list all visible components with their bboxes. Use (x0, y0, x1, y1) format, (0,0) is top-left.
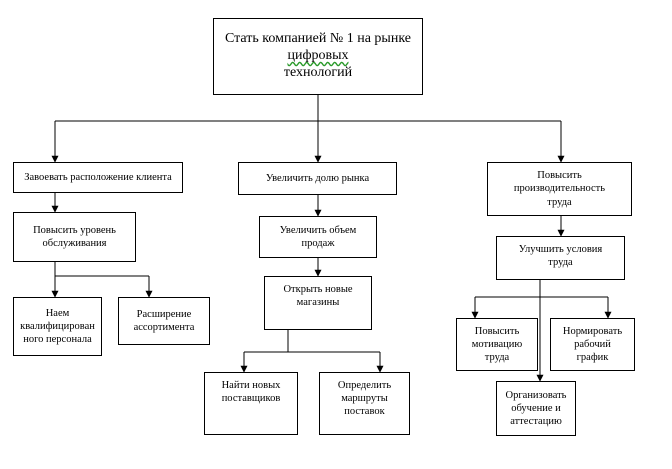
work-conditions-line-2: труда (548, 257, 573, 269)
routes-line-1: Определить (337, 380, 392, 391)
schedule-line-2: рабочий (574, 338, 611, 350)
suppliers-line-2: поставщиков (221, 393, 281, 405)
branch-market-share-box: Увеличить долю рынка (238, 162, 397, 195)
routes-line-2: маршруты (341, 393, 388, 405)
training-line-3: аттестацию (510, 416, 562, 428)
new-stores-box: Открыть новые магазины (264, 276, 372, 330)
branch-market-share-title: Увеличить долю рынка (265, 172, 370, 184)
new-stores-line-1: Открыть новые (283, 284, 353, 295)
sales-volume-box: Увеличить объем продаж (259, 216, 377, 258)
work-conditions-box: Улучшить условия труда (496, 236, 625, 280)
productivity-line-3: труда (547, 196, 572, 208)
hiring-line-3: ного персонала (23, 334, 92, 346)
work-conditions-line-1: Улучшить условия (518, 244, 603, 255)
hiring-line-1: Наем (45, 307, 70, 319)
motivation-box: Повысить мотивацию труда (456, 318, 538, 371)
branch-customer-title: Завоевать расположение клиента (24, 171, 172, 183)
hiring-box: Наем квалифицирован ного персонала (13, 297, 102, 356)
goal-line-3: технологий (283, 64, 353, 80)
hiring-line-2: квалифицирован (20, 320, 95, 332)
goal-line-1: Стать компанией № 1 на рынке (224, 31, 411, 47)
new-stores-line-2: магазины (296, 297, 340, 309)
suppliers-line-1: Найти новых (221, 380, 281, 391)
productivity-line-1: Повысить (537, 170, 582, 182)
sales-volume-line-1: Увеличить объем (279, 224, 357, 236)
service-level-box: Повысить уровень обслуживания (13, 212, 136, 262)
service-level-line-2: обслуживания (42, 238, 107, 249)
routes-line-3: поставок (344, 406, 385, 418)
goal-box: Стать компанией № 1 на рынке цифровых те… (213, 18, 423, 95)
assortment-box: Расширение ассортимента (118, 297, 210, 345)
schedule-box: Нормировать рабочий график (550, 318, 635, 371)
motivation-line-1: Повысить (474, 325, 520, 337)
routes-box: Определить маршруты поставок (319, 372, 410, 435)
branch-productivity-box: Повысить производительность труда (487, 162, 632, 216)
goal-line-2: цифровых (287, 48, 349, 64)
branch-customer-box: Завоевать расположение клиента (13, 162, 183, 193)
training-line-2: обучение и (511, 402, 561, 414)
schedule-line-3: график (576, 352, 609, 364)
assortment-line-1: Расширение (136, 308, 192, 320)
service-level-line-1: Повысить уровень (33, 224, 116, 236)
motivation-line-2: мотивацию (471, 338, 523, 350)
assortment-line-2: ассортимента (133, 322, 195, 333)
sales-volume-line-2: продаж (301, 238, 335, 249)
training-line-1: Организовать (505, 389, 567, 401)
productivity-line-2: производительность (513, 183, 606, 195)
schedule-line-1: Нормировать (562, 325, 623, 337)
motivation-line-3: труда (484, 352, 510, 364)
training-box: Организовать обучение и аттестацию (496, 381, 576, 436)
suppliers-box: Найти новых поставщиков (204, 372, 298, 435)
